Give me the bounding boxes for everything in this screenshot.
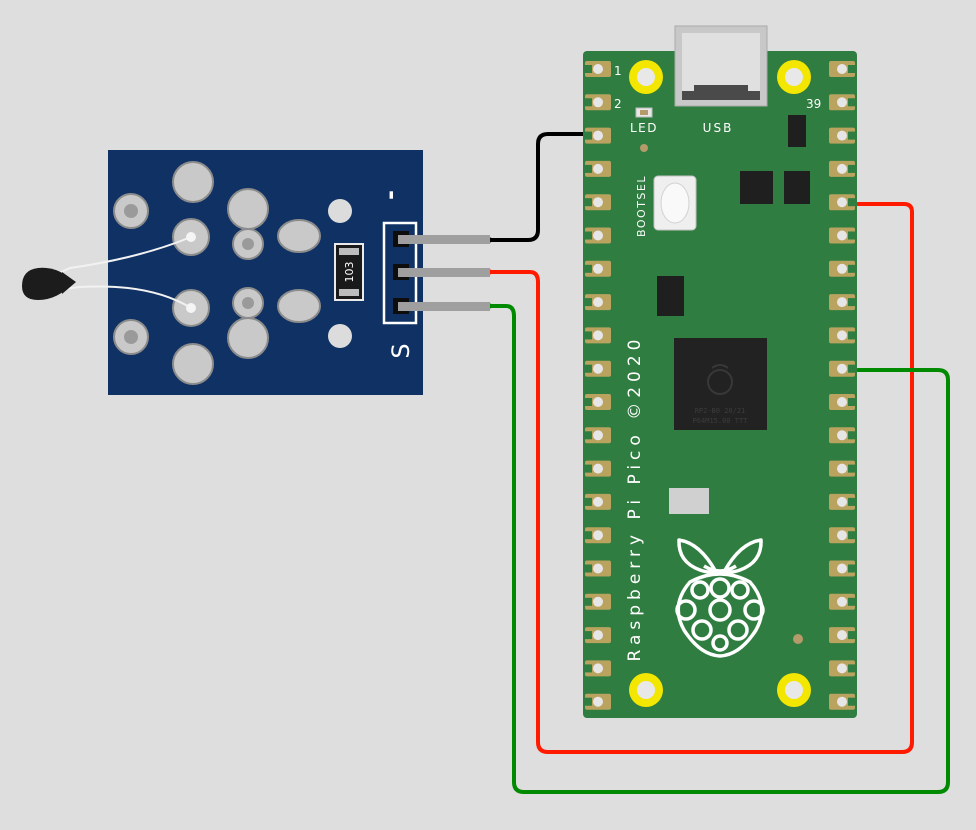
wire-vcc[interactable]: [488, 202, 914, 754]
usb-label: USB: [703, 121, 734, 135]
right-pin-pad[interactable]: [829, 194, 855, 211]
left-pin-pad[interactable]: [585, 693, 611, 710]
header-legs: [398, 235, 490, 311]
bootsel-label: BOOTSEL: [635, 175, 648, 237]
right-pin-pad[interactable]: [829, 260, 855, 277]
left-pin-pad[interactable]: [585, 560, 611, 577]
left-pin-pad[interactable]: [585, 493, 611, 510]
left-pin-pad[interactable]: [585, 627, 611, 644]
left-pin-pad[interactable]: [585, 394, 611, 410]
pin-minus-label: -: [376, 190, 404, 200]
right-pin-pad[interactable]: [829, 94, 855, 111]
mount-holes: [629, 60, 811, 707]
chip-line-2: P64M15.00 TTT: [693, 417, 749, 425]
board-name: Raspberry Pi Pico ©2020: [625, 335, 645, 662]
right-pin-pad[interactable]: [829, 394, 855, 410]
thermistor-lead-bottom: [54, 285, 192, 309]
right-pin-pad[interactable]: [829, 127, 855, 144]
raspberry-pi-pico[interactable]: 1 2 39 LED USB BOOTSEL RP2-B0 20/21 P64M: [583, 25, 857, 718]
resistor-code: 103: [343, 262, 356, 283]
chip-line-1: RP2-B0 20/21: [695, 407, 746, 415]
left-pin-pad[interactable]: [585, 94, 611, 111]
pin-label-2: 2: [614, 97, 622, 111]
wire-gnd[interactable]: [488, 132, 587, 242]
rp2040-chip: RP2-B0 20/21 P64M15.00 TTT: [674, 338, 767, 430]
right-pin-pad[interactable]: [829, 61, 855, 77]
left-pin-pad[interactable]: [585, 660, 611, 677]
right-pin-pad[interactable]: [829, 294, 855, 311]
pin-signal-label: S: [387, 343, 415, 358]
right-pin-pad[interactable]: [829, 527, 855, 544]
bootsel-button[interactable]: [653, 175, 697, 231]
raspberry-logo: [675, 538, 765, 658]
regulator: [788, 115, 806, 147]
module-board: [108, 150, 423, 395]
right-pin-pad[interactable]: [829, 693, 855, 710]
right-pin-pad[interactable]: [829, 327, 855, 344]
pin-label-39: 39: [806, 97, 821, 111]
left-pin-pad[interactable]: [585, 427, 611, 444]
right-pin-pad[interactable]: [829, 227, 855, 244]
right-pin-pad[interactable]: [829, 160, 855, 177]
left-pin-pad[interactable]: [585, 260, 611, 277]
thermistor-module[interactable]: 103 - S: [22, 150, 490, 395]
pin-label-1: 1: [614, 64, 622, 78]
debug-pad: [669, 488, 709, 514]
right-pin-pad[interactable]: [829, 627, 855, 644]
left-pin-pad[interactable]: [585, 127, 611, 144]
right-pin-pad[interactable]: [829, 493, 855, 510]
thermistor-bead: [22, 267, 74, 300]
left-pin-pad[interactable]: [585, 61, 611, 77]
left-pin-pad[interactable]: [585, 194, 611, 211]
usb-connector[interactable]: [674, 25, 768, 107]
component-b: [784, 171, 810, 204]
thermistor-lead-top: [47, 236, 192, 279]
right-pin-pad[interactable]: [829, 360, 855, 377]
component-a: [740, 171, 773, 204]
pin-pads-left: [585, 61, 611, 710]
right-pin-pad[interactable]: [829, 660, 855, 677]
left-pin-pad[interactable]: [585, 527, 611, 544]
left-pin-pad[interactable]: [585, 327, 611, 344]
left-pin-pad[interactable]: [585, 593, 611, 610]
left-pin-pad[interactable]: [585, 360, 611, 377]
left-pin-pad[interactable]: [585, 160, 611, 177]
flash-chip: [657, 276, 684, 316]
wire-signal[interactable]: [488, 304, 950, 794]
module-pads: [113, 161, 321, 385]
left-pin-pad[interactable]: [585, 294, 611, 311]
right-pin-pad[interactable]: [829, 593, 855, 610]
right-pin-pad[interactable]: [829, 560, 855, 577]
left-pin-pad[interactable]: [585, 227, 611, 244]
pin-pads-right: [829, 61, 855, 710]
led-label: LED: [630, 121, 658, 135]
right-pin-pad[interactable]: [829, 460, 855, 477]
right-pin-pad[interactable]: [829, 427, 855, 444]
left-pin-pad[interactable]: [585, 460, 611, 477]
